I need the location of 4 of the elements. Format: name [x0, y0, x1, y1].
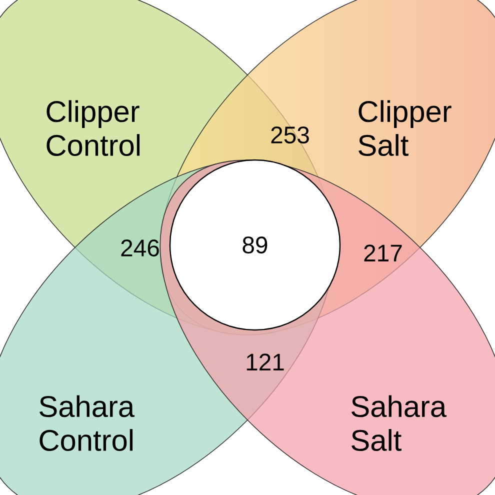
count-label: 121 [246, 354, 284, 370]
count-label: 246 [121, 240, 159, 256]
count-label: 253 [271, 126, 309, 144]
count-label: 217 [364, 244, 402, 262]
